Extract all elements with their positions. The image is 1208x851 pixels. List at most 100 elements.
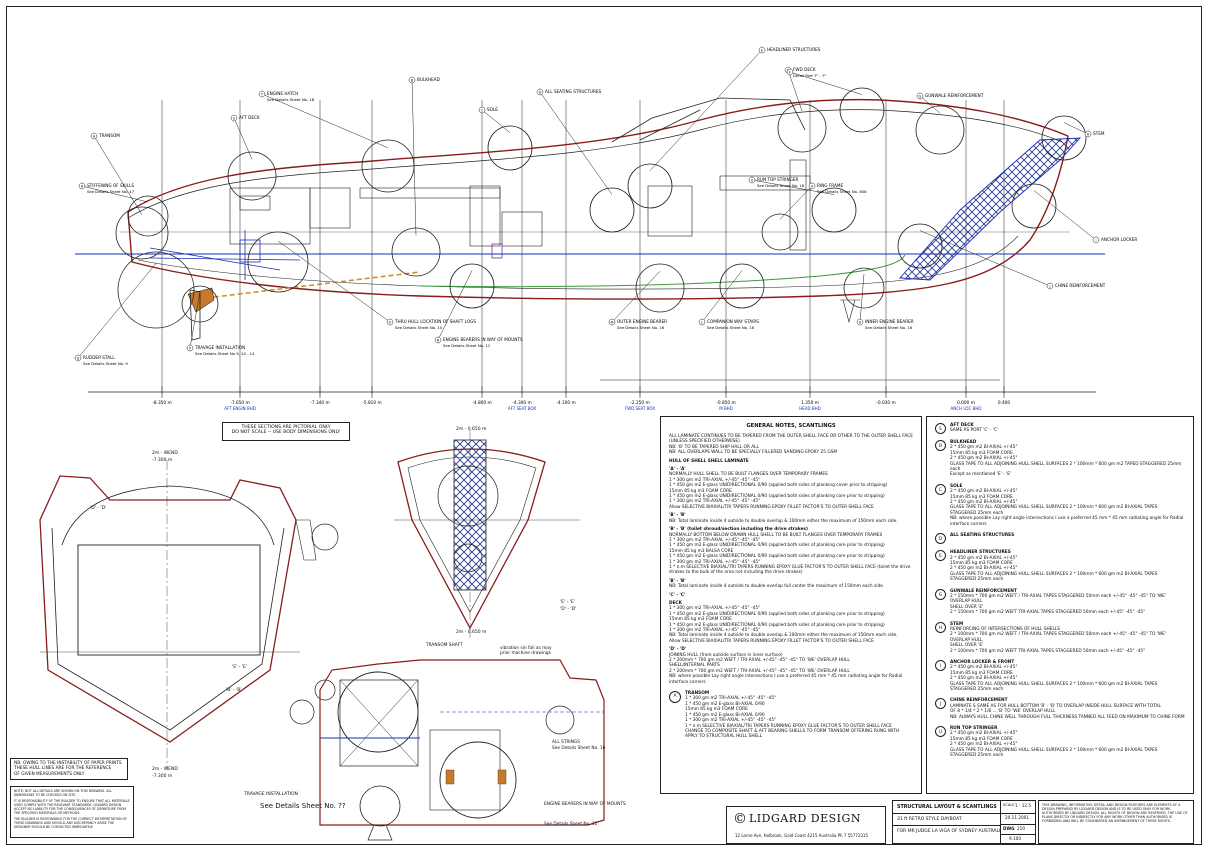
paper-note-line2: THESE HULL LINES ARE FOR THE REFERENCE (14, 766, 112, 772)
callout-marker (386, 318, 394, 326)
general-note-line: NORMALLY HULL SHELL TO BE BUILT FLANGES … (669, 472, 828, 478)
callout-label: GUNWALE REINFORCEMENT (925, 93, 984, 98)
general-note-line: 'A' - 'A' (669, 467, 686, 473)
legal-note-box: NOTE: NOT ALL DETAILS ARE SHOWN ON THIS … (10, 786, 134, 838)
detail-circle (777, 103, 827, 153)
callout-marker-letter: G (919, 94, 922, 98)
callout-label: BULKHEAD (417, 77, 440, 82)
component-note-marker: E (935, 550, 946, 562)
leader-line (93, 135, 143, 215)
callout-marker (408, 76, 416, 84)
component-note-line: 2 * 450 gm m2 BI-AXIAL +/-45° (950, 731, 1018, 737)
general-note-line: 1 * 300 gm m2 TRI-AXIAL +/-45° -45° -45° (669, 559, 761, 565)
callout-marker-letter: R (81, 184, 84, 188)
transom-note-line: 15mm 85 kg m3 FOAM CORE (685, 707, 748, 713)
component-note-line: 2 * 450 gm m2 BI-AXIAL +/-45° (950, 742, 1018, 748)
general-note-line: JOINING HULL (from outside surface in in… (669, 652, 783, 658)
detail-circle (127, 195, 169, 237)
general-note-line: 'D' - 'D' (669, 647, 687, 653)
transom-note-line: 1 * 300 gm m2 TRI-AXIAL +/-45° -45° -45° (685, 696, 777, 702)
detail-circle (761, 213, 799, 251)
callout-label: COMPANION WAY STAIRS (707, 319, 759, 324)
component-note-line: GLASS TAPE TO ALL ADJOINING HULL SHELL S… (950, 461, 1182, 473)
component-note-marker: G (935, 588, 946, 600)
plan-note-transom-shaft: TRANSOM SHAFT (426, 643, 463, 648)
section-view-bow (394, 430, 580, 640)
callout-marker (1092, 236, 1100, 244)
callout-marker (758, 46, 766, 54)
transom-note-line: APPLY TO STRUCTURAL HULL SHELL (685, 734, 763, 740)
leader-line (919, 230, 1051, 287)
callout-marker (536, 88, 544, 96)
general-note-line: Allow SELECTIVE BIAXIAL/TRI TAPERS RUNNI… (669, 504, 874, 510)
callout-marker (258, 90, 266, 98)
legal-note-1: NOTE: NOT ALL DETAILS ARE SHOWN ON THIS … (14, 789, 113, 797)
general-note-line: 1 * 300 gm m2 TRI-AXIAL +/-45° -45° -45° (669, 606, 761, 612)
callout-label: OUTER ENGINE BEARER (617, 319, 667, 324)
component-note-title: BULKHEAD (950, 440, 977, 445)
component-note-line: 2 * 450 gm m2 BI-AXIAL +/-45° (950, 456, 1018, 462)
date-value: 20.11.2001 (1005, 815, 1029, 820)
component-note-marker: B (935, 440, 946, 451)
component-note-line: SHELL OVER 'E' (950, 604, 984, 610)
general-note-line: SHELL/INTERNAL PARTS (669, 663, 720, 669)
vessel-name: 31 ft RETRO STYLE DAYBOAT (897, 817, 962, 822)
dwg-value: 210 (1017, 826, 1025, 831)
engine-bearers-ref: See Details Sheet No. 11 (544, 822, 598, 827)
callout-label: INNER ENGINE BEARER (865, 319, 914, 324)
component-note-line: 2 * 100mm * 700 gm m2 WEFT / TRI-AXIAL T… (950, 632, 1167, 643)
callout-marker-letter: L (701, 320, 703, 324)
detail-circle (115, 206, 169, 260)
general-note-line: 1 * 300 gm m2 TRI-AXIAL +/-45° -45° -45° (669, 628, 761, 633)
callout-marker-letter: K (859, 320, 862, 324)
general-note-line: HULL OF SHELL SHELL LAMINATE (669, 458, 749, 464)
station-label: -8.350 m (152, 400, 171, 406)
callout-marker-letter: H (1087, 132, 1090, 136)
callout-sublabel: See Details Sheet No. 16 (865, 325, 913, 330)
pictorial-note-line2: DO NOT SCALE -- USE BODY DIMENSIONS ONLY (231, 430, 341, 435)
component-note-title: SOLE (950, 483, 963, 489)
callout-marker-letter: N (437, 338, 440, 342)
component-note-line: 2 * 450 gm m2 BI-AXIAL +/-45° (950, 566, 1018, 572)
general-note-line: 15mm 85 kg m3 FOAM CORE (669, 617, 732, 623)
transom-title: TRANSOM (685, 691, 710, 697)
callout-marker-letter: T (260, 92, 264, 96)
callout-label: RING FRAME (817, 183, 843, 188)
detail-circle (589, 187, 635, 233)
callout-marker (78, 182, 86, 190)
section-view-left (39, 460, 339, 770)
transom-callout-marker: A (669, 691, 681, 704)
paper-stability-note: NB: OWING TO THE INSTABILITY OF PAPER PR… (10, 758, 128, 780)
callout-marker-letter: F (789, 70, 791, 74)
general-note-line: 1 * n.m SELECTIVE BIAXIAL/TRI TAPERS RUN… (669, 564, 911, 576)
callout-sublabel: See Details Sheet No. 16 (707, 325, 755, 330)
detail-circle (627, 163, 673, 209)
general-note-line: NB: Total laminate inside 4 outside to d… (669, 633, 898, 639)
component-note-line: SAME AS PORT 'C' - 'C' (950, 428, 999, 434)
callout-marker (74, 354, 82, 362)
general-note-line: 1 * 300 gm m2 TRI-AXIAL +/-45° -45° -45° (669, 537, 761, 543)
detail-circle (811, 187, 857, 233)
callout-label: RUN TOP STRINGER (757, 177, 799, 182)
detail-circle (449, 263, 495, 309)
station-label: 0.400 (998, 400, 1011, 406)
leader-line (411, 79, 417, 236)
section1-top-tag: 2m - WEND (152, 451, 178, 456)
component-note-title: HEADLINER STRUCTURES (950, 550, 1011, 556)
leader-line (539, 91, 613, 195)
component-note-title: CHINE REINFORCEMENT (950, 698, 1008, 704)
detail-circle (227, 151, 277, 201)
station-label: -0.030 m (876, 400, 895, 406)
station-label: 0.000 m (957, 400, 975, 406)
station-dimension-rail (88, 379, 1096, 393)
legal-note-3: THE BUILDER IS RESPONSIBLE FOR THE CORRE… (14, 817, 128, 829)
component-note-line: Except as mentioned 'E' - 'E' (950, 472, 1012, 478)
component-note-line: 15mm 85 kg m3 FOAM CORE (950, 736, 1013, 742)
station-label: -4.100 m (556, 400, 575, 406)
detail-circle (487, 125, 533, 171)
callout-marker (856, 318, 864, 326)
leader-line (859, 273, 865, 323)
station-label: -5.810 m (362, 400, 381, 406)
